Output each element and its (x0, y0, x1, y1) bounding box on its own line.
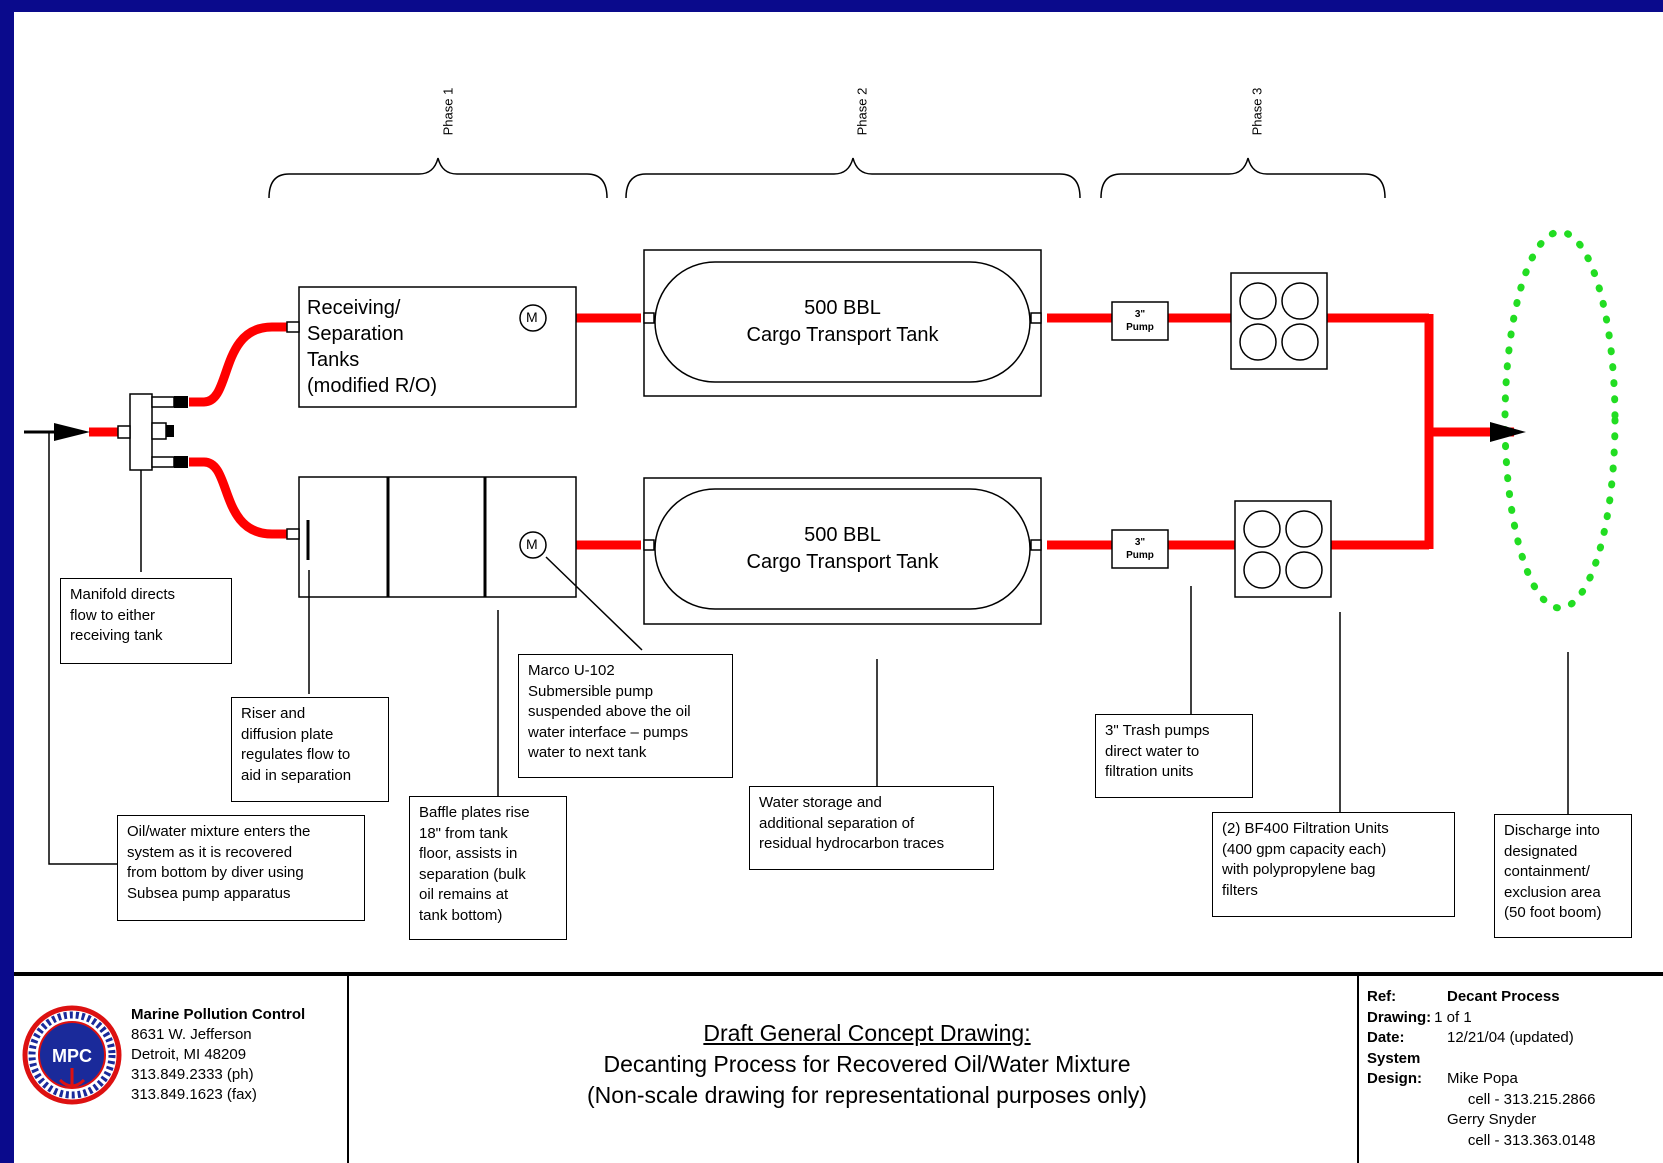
pump-label: 3" Pump (1126, 537, 1154, 561)
riser-note: Riser and diffusion plate regulates flow… (231, 697, 389, 802)
trash-pumps-note: 3" Trash pumps direct water to filtratio… (1095, 714, 1253, 798)
containment-boom (1501, 228, 1619, 612)
manifold-note: Manifold directs flow to either receivin… (60, 578, 232, 664)
oil-water-note: Oil/water mixture enters the system as i… (117, 815, 365, 921)
trash-pump-top (1111, 301, 1169, 341)
cargo-tank-top (643, 249, 1042, 397)
motor-label: M (526, 309, 538, 325)
phase3-brace (1100, 157, 1386, 199)
receiving-tank-label: Receiving/ Separation Tanks (modified R/… (307, 297, 438, 397)
phase1-brace (268, 157, 608, 199)
filtration-unit-top (1230, 272, 1328, 370)
discharge-arrowhead (1490, 422, 1526, 442)
drawing-title: Draft General Concept Drawing: Decanting… (587, 1020, 1147, 1108)
cargo-tank-bottom (643, 477, 1042, 625)
reference-block: Ref:Decant Process Drawing:1 of 1 Date:1… (1367, 988, 1596, 1149)
process-diagram: MPC (14, 157, 1663, 1163)
company-info: Marine Pollution Control 8631 W. Jeffers… (131, 1006, 306, 1103)
motor-icon (519, 531, 547, 559)
manifold (117, 393, 188, 471)
company-logo: MPC (22, 1005, 122, 1105)
phase-label: Phase 3 (1249, 87, 1265, 136)
marco-pump-note: Marco U-102 Submersible pump suspended a… (518, 654, 733, 778)
phase-label: Phase 2 (854, 87, 870, 136)
pump-label: 3" Pump (1126, 309, 1154, 333)
water-storage-note: Water storage and additional separation … (749, 786, 994, 870)
motor-icon (519, 304, 547, 332)
cargo-tank-label: 500 BBL Cargo Transport Tank (746, 297, 939, 346)
filtration-unit-bottom (1234, 500, 1332, 598)
drawing-sheet: MPC Phase 1 Phase 2 Phase 3 Receiving/ S… (14, 12, 1663, 1163)
inlet-arrowhead (54, 423, 90, 441)
trash-pump-bottom (1111, 529, 1169, 569)
logo-text: MPC (52, 1046, 92, 1066)
baffle-note: Baffle plates rise 18" from tank floor, … (409, 796, 567, 940)
leader-lines (48, 432, 1569, 865)
cargo-tank-label: 500 BBL Cargo Transport Tank (746, 524, 939, 573)
phase2-brace (625, 157, 1081, 199)
phase-label: Phase 1 (440, 87, 456, 136)
motor-label: M (526, 536, 538, 552)
filtration-note: (2) BF400 Filtration Units (400 gpm capa… (1212, 812, 1455, 917)
discharge-note: Discharge into designated containment/ e… (1494, 814, 1632, 938)
